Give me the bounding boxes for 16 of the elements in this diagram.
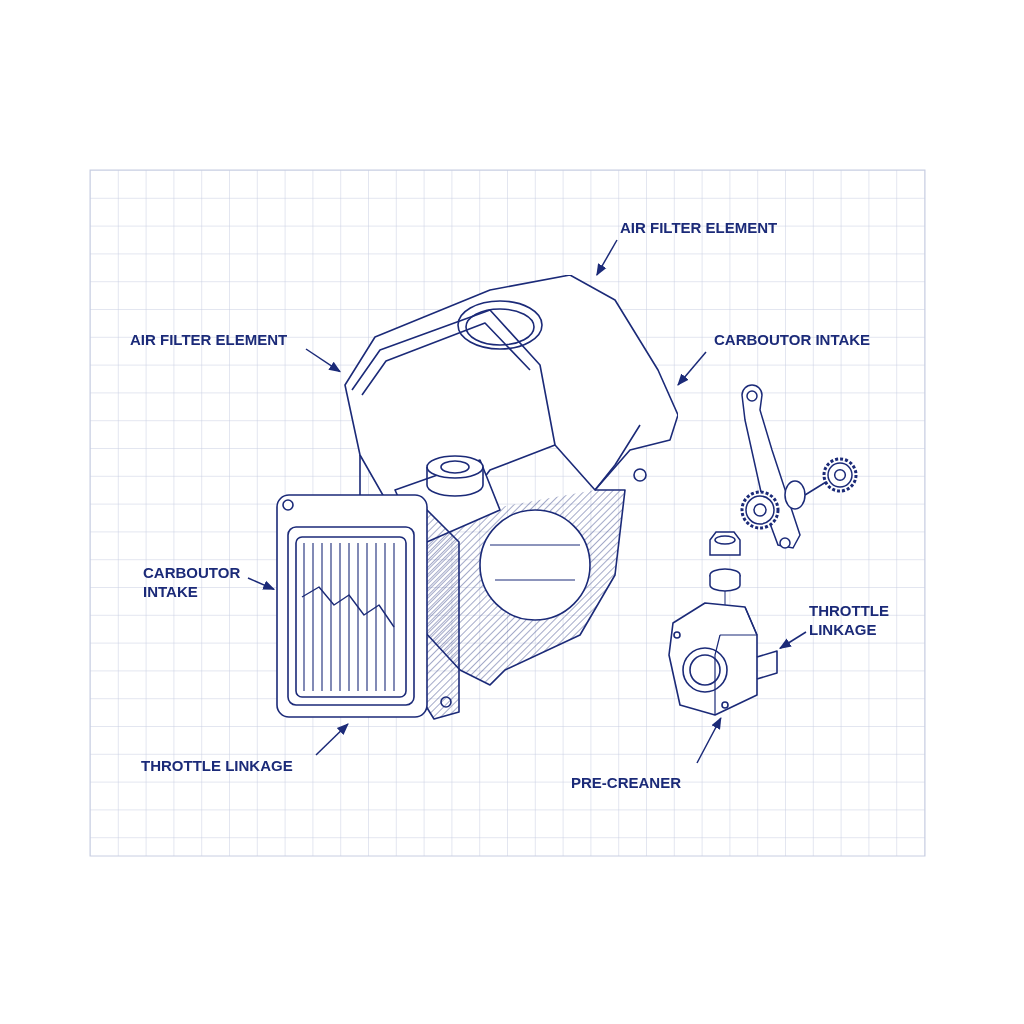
callout-label: THROTTLE LINKAGE xyxy=(141,756,294,775)
callout-label: CARBOUTOR INTAKE xyxy=(143,563,242,601)
leader-arrow xyxy=(305,348,341,373)
callout-label: THROTTLE LINKAGE xyxy=(809,601,890,639)
leader-arrow xyxy=(315,723,349,756)
leader-arrow xyxy=(677,351,707,386)
callout-label: PRE-CREANER xyxy=(571,773,682,792)
callout-label: AIR FILTER ELEMENT xyxy=(620,218,779,237)
filter-frame-drawing xyxy=(277,495,459,719)
leader-arrow xyxy=(779,631,807,649)
leader-arrow xyxy=(247,577,276,591)
callout-label: AIR FILTER ELEMENT xyxy=(130,330,289,349)
throttle-body-drawing xyxy=(669,603,777,715)
leader-arrow xyxy=(696,716,722,764)
callout-label: CARBOUTOR INTAKE xyxy=(714,330,872,349)
leader-arrow xyxy=(596,239,618,277)
